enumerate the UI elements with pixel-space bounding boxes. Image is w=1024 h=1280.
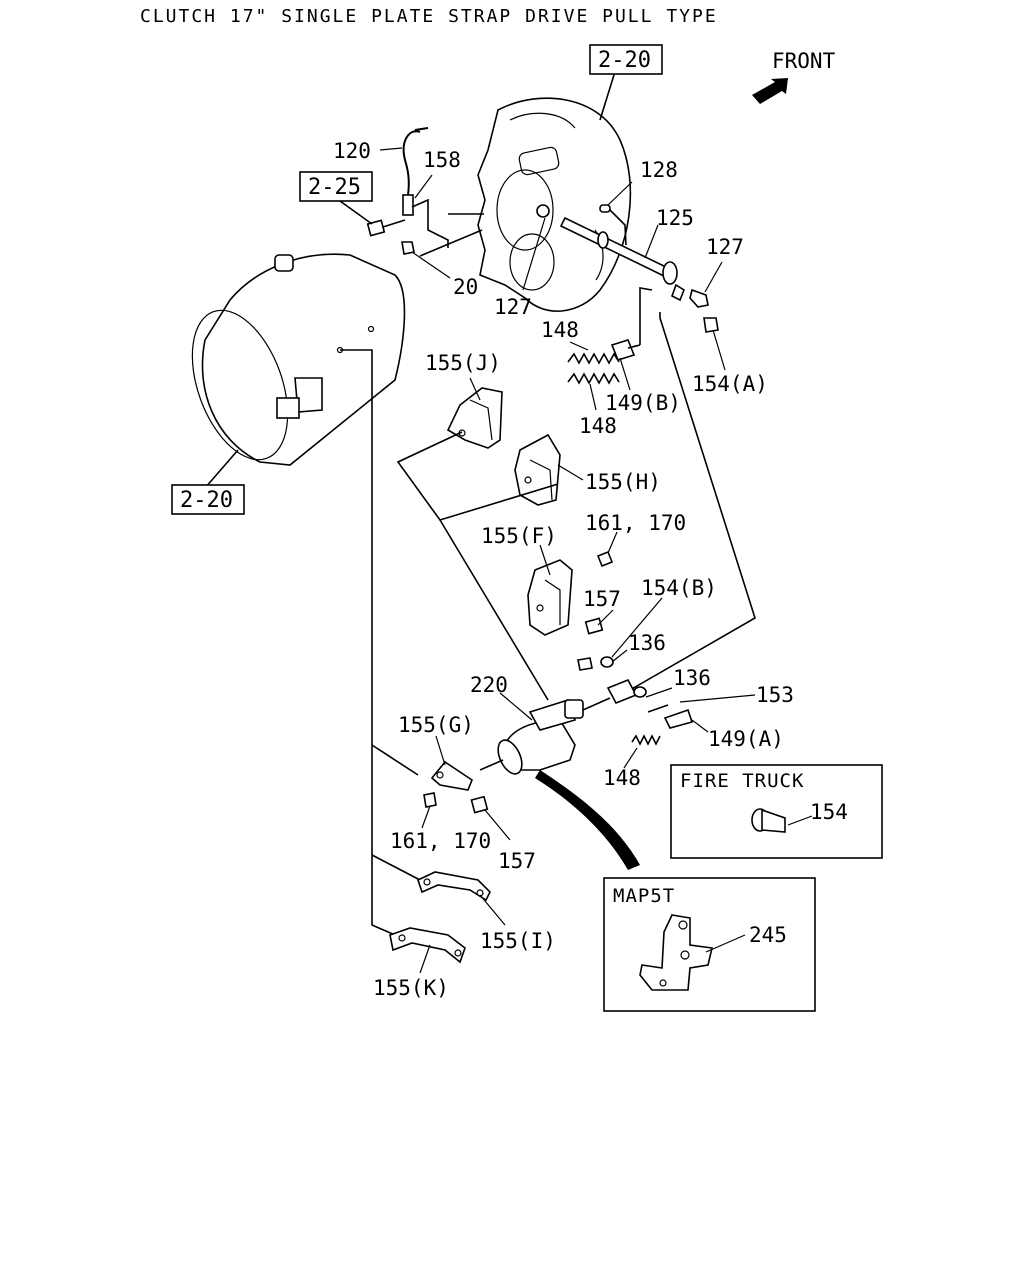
label-158: 158 (423, 148, 461, 172)
label-125: 125 (656, 206, 694, 230)
front-arrow-icon (752, 78, 788, 104)
bracket-155F (527, 550, 614, 636)
map5t-part-245: 245 (749, 923, 787, 947)
label-136-top: 136 (628, 631, 666, 655)
label-128: 128 (640, 158, 678, 182)
diagram-title: CLUTCH 17" SINGLE PLATE STRAP DRIVE PULL… (140, 6, 718, 27)
hose-assembly (366, 127, 484, 257)
ref-2-20-left: 2-20 (180, 488, 233, 513)
bracket-155I (417, 871, 491, 902)
springs-148 (567, 287, 756, 691)
ref-2-25: 2-25 (308, 175, 361, 200)
label-154A: 154(A) (692, 372, 768, 396)
clutch-housing (477, 61, 632, 312)
label-155H: 155(H) (585, 470, 661, 494)
label-120: 120 (333, 139, 371, 163)
ref-box-2-20-top[interactable] (589, 44, 663, 75)
map5t-box (603, 877, 816, 1012)
front-indicator: FRONT (752, 49, 836, 104)
label-161-170-bottom: 161, 170 (390, 829, 491, 853)
label-136-bottom: 136 (673, 666, 711, 690)
fire-truck-box (670, 764, 883, 859)
leader-lines (379, 147, 756, 974)
fire-truck-inset: FIRE TRUCK 154 (670, 764, 883, 859)
label-155K: 155(K) (373, 976, 449, 1000)
release-shaft (536, 204, 719, 333)
label-157-bottom: 157 (498, 849, 536, 873)
bracket-155K (389, 927, 466, 964)
label-154B: 154(B) (641, 576, 717, 600)
ref-box-2-25[interactable] (299, 171, 373, 202)
map5t-title: MAP5T (613, 885, 675, 907)
label-148-mid: 148 (579, 414, 617, 438)
label-127-right: 127 (706, 235, 744, 259)
label-155G: 155(G) (398, 713, 474, 737)
label-157-top: 157 (583, 587, 621, 611)
front-label: FRONT (772, 49, 836, 73)
label-161-170-top: 161, 170 (585, 511, 686, 535)
map5t-inset: MAP5T 245 (603, 877, 816, 1012)
bracket-155G (423, 760, 489, 814)
label-20: 20 (453, 275, 478, 299)
label-153: 153 (756, 683, 794, 707)
label-149B: 149(B) (605, 391, 681, 415)
bracket-155J (446, 387, 503, 449)
label-148-top: 148 (541, 318, 579, 342)
label-155F: 155(F) (481, 524, 557, 548)
label-148-bottom: 148 (603, 766, 641, 790)
label-127-left: 127 (494, 295, 532, 319)
fire-truck-part-154: 154 (810, 800, 848, 824)
label-155I: 155(I) (480, 929, 556, 953)
ref-box-2-20-left[interactable] (171, 484, 245, 515)
air-tank (191, 253, 406, 489)
ref-2-20-top: 2-20 (598, 48, 651, 73)
release-cylinder (479, 656, 694, 870)
label-220: 220 (470, 673, 508, 697)
fire-truck-title: FIRE TRUCK (680, 770, 804, 792)
label-155J: 155(J) (425, 351, 501, 375)
label-149A: 149(A) (708, 727, 784, 751)
